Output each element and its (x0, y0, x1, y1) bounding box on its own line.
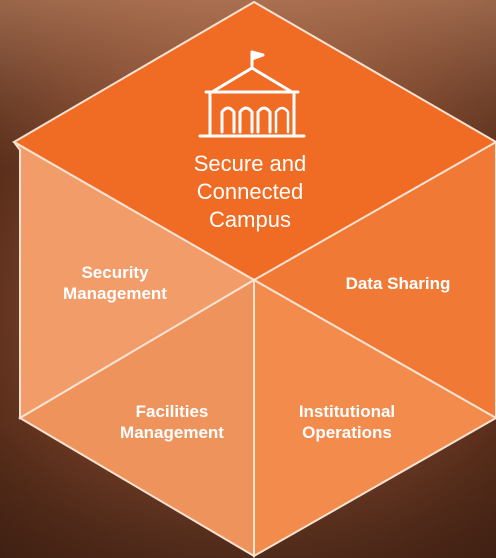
segment-institutional-operations (253, 278, 496, 558)
center-title: Secure and Connected Campus (193, 151, 307, 232)
school-building-icon (198, 50, 306, 138)
label-facilities-management: Facilities Management (120, 402, 224, 442)
label-data-sharing: Data Sharing (345, 274, 451, 293)
label-security-management: Security Management (63, 263, 167, 303)
label-institutional-operations: Institutional Operations (298, 402, 396, 442)
